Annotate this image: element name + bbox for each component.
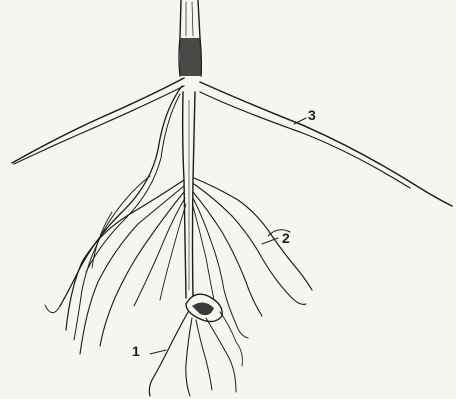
leader-line-3 [294, 118, 306, 124]
label-1: 1 [132, 344, 140, 358]
crown-roots [12, 78, 452, 340]
central-axis [183, 92, 195, 298]
leader-line-1 [150, 350, 166, 354]
label-2: 2 [282, 231, 290, 245]
stem [179, 0, 201, 76]
seed-and-seminal-roots [149, 294, 242, 396]
label-3: 3 [308, 108, 316, 122]
